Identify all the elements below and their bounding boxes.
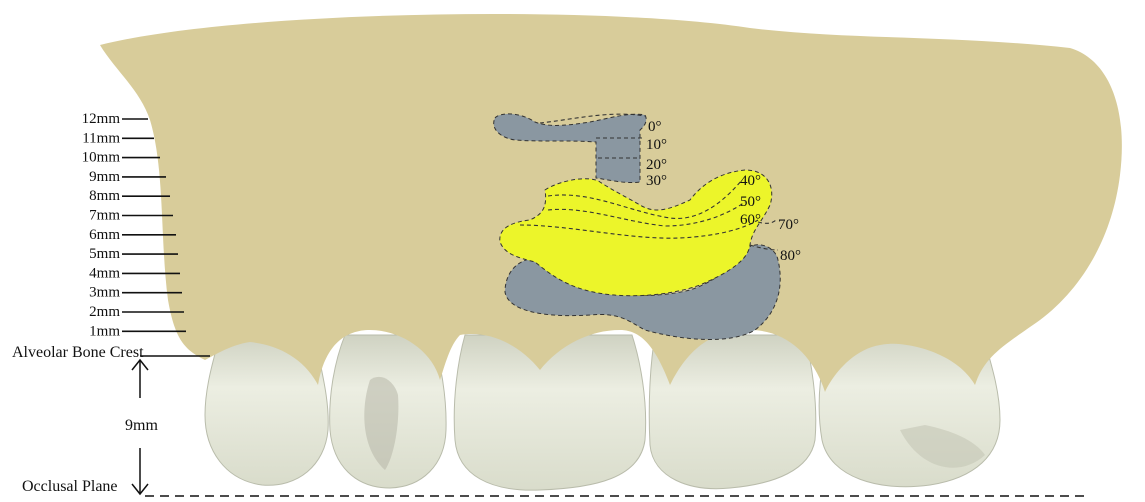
angle-label-50: 50° — [740, 194, 761, 210]
angle-label-70: 70° — [778, 217, 799, 233]
angle-label-10: 10° — [646, 137, 667, 153]
angle-label-60: 60° — [740, 212, 761, 228]
distance-label: 9mm — [125, 417, 158, 434]
alveolar-crest-label: Alveolar Bone Crest — [12, 344, 144, 361]
scale-label: 4mm — [89, 265, 120, 281]
scale-label: 3mm — [89, 285, 120, 301]
angle-label-20: 20° — [646, 157, 667, 173]
scale-label: 11mm — [82, 130, 120, 146]
angle-label-80: 80° — [780, 248, 801, 264]
scale-label: 8mm — [89, 188, 120, 204]
scale-label: 6mm — [89, 227, 120, 243]
scale-label: 5mm — [89, 246, 120, 262]
scale-label: 12mm — [82, 111, 121, 127]
angle-label-0: 0° — [648, 119, 662, 135]
angle-label-30: 30° — [646, 173, 667, 189]
scale-label: 9mm — [89, 169, 120, 185]
scale-label: 7mm — [89, 208, 120, 224]
scale-label: 1mm — [89, 323, 120, 339]
scale-label: 10mm — [82, 150, 121, 166]
angle-label-40: 40° — [740, 173, 761, 189]
occlusal-plane-label: Occlusal Plane — [22, 478, 118, 495]
scale-label: 2mm — [89, 304, 120, 320]
